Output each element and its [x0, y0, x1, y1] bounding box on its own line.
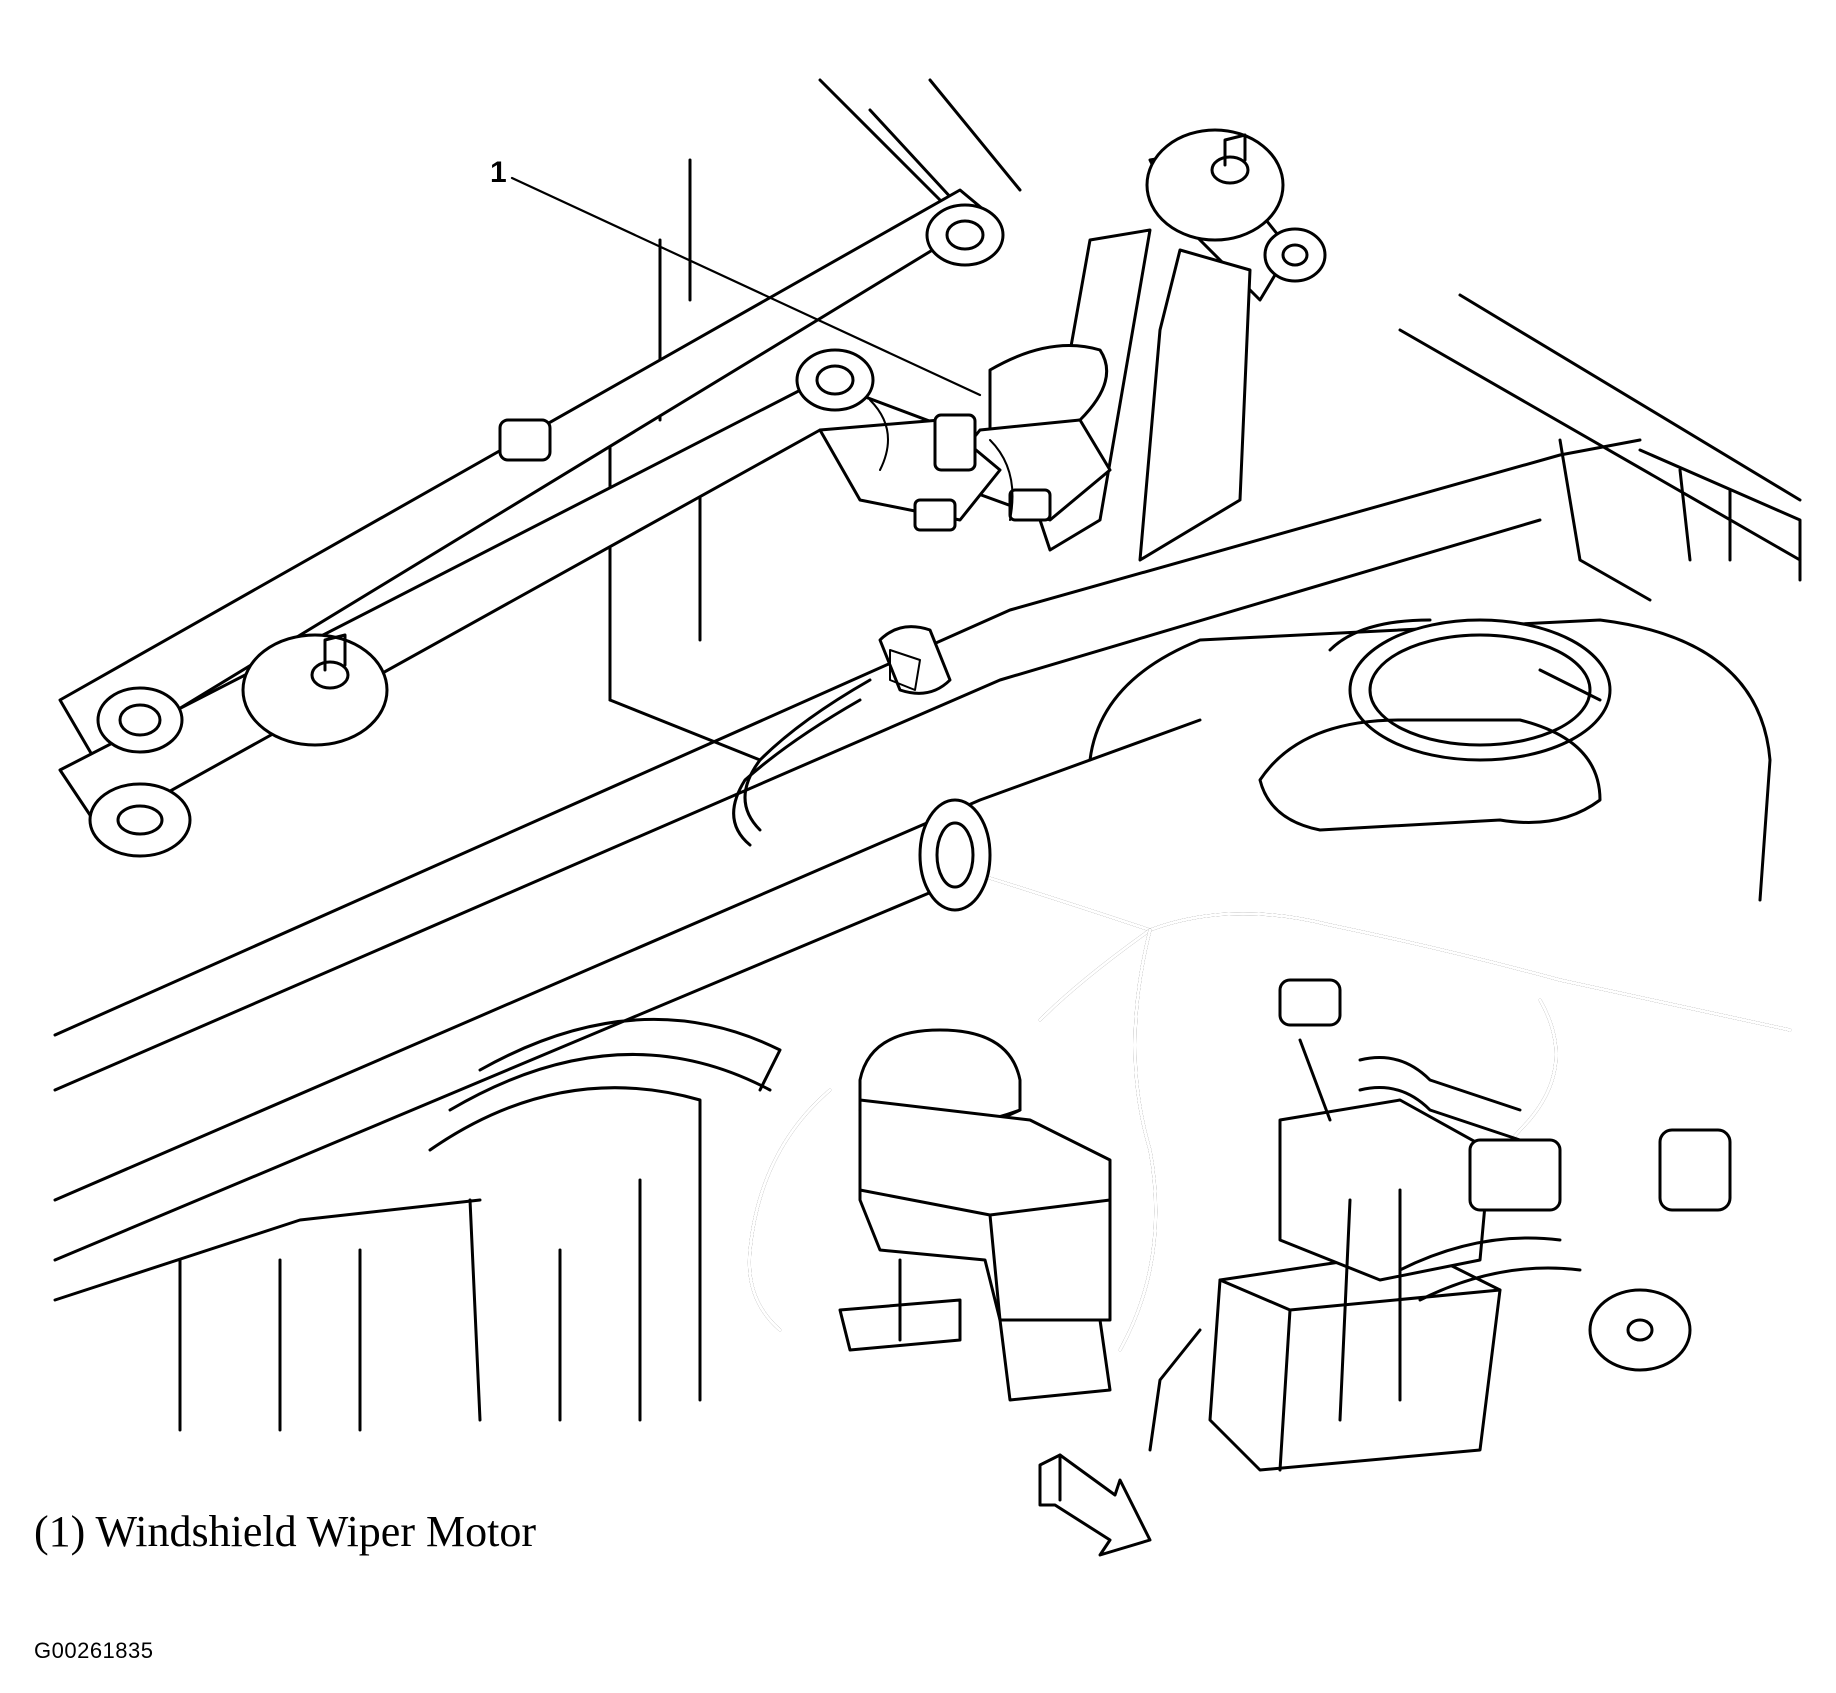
brake-fluid-reservoir: [838, 1028, 1112, 1402]
wiper-linkage: [58, 128, 1327, 858]
strut-tower: [1088, 618, 1772, 902]
left-pivot: [241, 633, 389, 747]
cowl-panel: [53, 293, 1802, 1262]
figure-caption: (1) Windshield Wiper Motor: [34, 1507, 536, 1556]
abs-modulator: [1208, 978, 1732, 1472]
windshield-wiper-motor: [818, 344, 1112, 532]
front-direction-arrow: [1038, 1453, 1152, 1557]
figure-id: G00261835: [34, 1638, 154, 1663]
brake-booster: [53, 1017, 782, 1432]
callout-leader-line: [510, 176, 982, 397]
right-pivot: [1145, 128, 1285, 242]
callout-number: 1: [490, 156, 507, 189]
brake-lines: [1148, 1056, 1582, 1452]
motor-connector: [732, 625, 952, 847]
